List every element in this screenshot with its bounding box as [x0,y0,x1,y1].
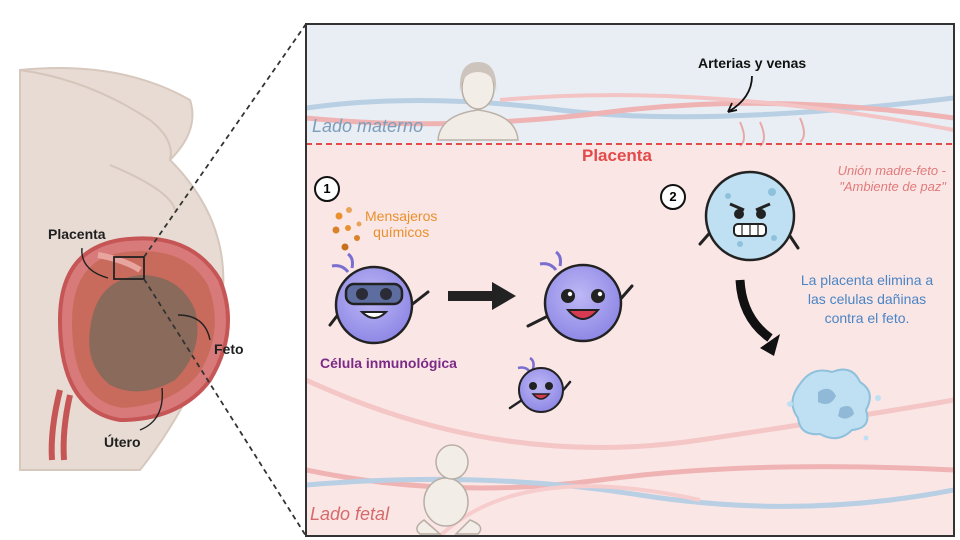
placenta-label: Placenta [48,226,106,242]
artery-maternal [306,100,954,127]
mensajeros-line1: Mensajeros [365,208,438,224]
celula-label: Célula inmunológica [320,355,457,371]
destroyed-cell [787,368,881,441]
placenta-leader [81,247,109,279]
lado-materno-label: Lado materno [312,116,424,136]
elimina-line2: las celulas dañinas [807,291,927,307]
feto-leader [177,314,211,341]
lado-fetal-label: Lado fetal [310,504,390,524]
chemical-messenger-dots [332,207,362,251]
step-2-badge: 2 [660,184,686,210]
fetal-side-area [306,144,954,536]
arterias-arrow [727,75,753,113]
immune-cell-small [508,356,572,413]
vein-fetal [306,476,954,509]
union-label: Unión madre-feto - "Ambiente de paz" [796,163,946,195]
utero-label: Útero [104,434,141,450]
mensajeros-line2: químicos [373,224,430,240]
uterus-illustration [48,236,230,461]
zoom-line-bottom [143,278,307,537]
baby-figure [416,444,482,535]
zoom-panel-border [305,23,955,537]
placenta-title: Placenta [582,146,652,165]
transition-arrow [448,282,516,310]
arterias-label: Arterias y venas [698,55,807,71]
mother-figure [437,62,519,141]
union-line1: Unión madre-feto - [837,163,946,178]
mensajeros-label: Mensajeros químicos [365,208,437,240]
elimina-label: La placenta elimina a las celulas dañina… [782,271,952,328]
elimination-arrow [735,279,773,342]
immune-cell-goggles [328,252,430,345]
vein-maternal [306,95,954,120]
elimina-line1: La placenta elimina a [800,272,934,288]
utero-leader [139,387,164,431]
feto-label: Feto [214,341,244,357]
immune-cell-happy [526,250,634,343]
zoom-box [113,256,145,280]
zoom-line-top [143,23,307,258]
step-1-badge: 1 [314,176,340,202]
harmful-cell-angry [698,170,800,262]
artery-fetal [306,464,954,491]
elimina-line3: contra el feto. [824,310,910,326]
union-line2: "Ambiente de paz" [839,179,946,194]
